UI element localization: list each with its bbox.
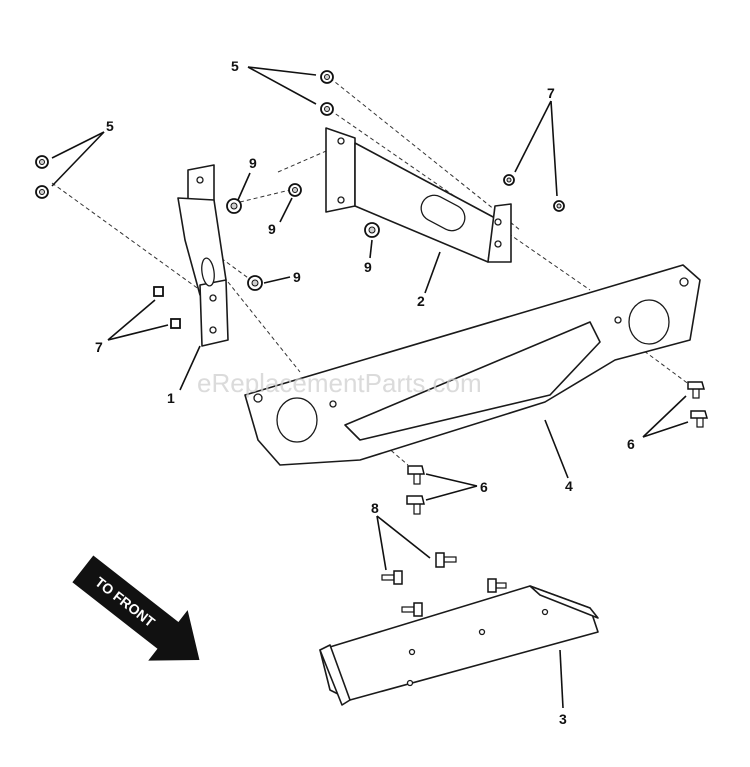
skid-plate-part-3 xyxy=(319,585,599,706)
callout-5-top: 5 xyxy=(231,58,239,74)
callout-7-left: 7 xyxy=(95,339,103,355)
bolt-group xyxy=(381,381,708,617)
nut-7d xyxy=(170,318,181,329)
callout-6-right: 6 xyxy=(627,436,635,452)
bumper-plate-part-4 xyxy=(244,264,701,466)
nut-7b xyxy=(553,200,565,212)
callout-2: 2 xyxy=(417,293,425,309)
nut-9d xyxy=(247,275,263,291)
bolt-6b xyxy=(690,410,708,428)
nut-9b xyxy=(288,183,302,197)
bolt-8a xyxy=(435,552,457,568)
bolt-8b xyxy=(381,570,403,585)
watermark: eReplacementParts.com xyxy=(197,368,482,398)
callout-6-center: 6 xyxy=(480,479,488,495)
callout-1: 1 xyxy=(167,390,175,406)
bolt-6c xyxy=(407,465,425,485)
nut-9c xyxy=(364,222,380,238)
bracket-part-2 xyxy=(325,127,512,263)
callout-9-c: 9 xyxy=(364,259,372,275)
callout-3: 3 xyxy=(559,711,567,727)
bolt-8d xyxy=(401,602,423,617)
callout-7-right: 7 xyxy=(547,85,555,101)
nut-5d xyxy=(35,185,49,199)
callout-9-d: 9 xyxy=(293,269,301,285)
callout-9-b: 9 xyxy=(268,221,276,237)
leader-lines xyxy=(51,66,689,709)
to-front-arrow: TO FRONT xyxy=(72,555,200,661)
callout-5-left: 5 xyxy=(106,118,114,134)
callout-4: 4 xyxy=(565,478,573,494)
bolt-6d xyxy=(406,495,425,515)
nut-5b xyxy=(320,102,334,116)
callout-labels: 5 5 7 7 9 9 9 9 1 2 4 6 6 8 3 xyxy=(95,58,635,727)
nut-group xyxy=(35,70,565,329)
bolt-8c xyxy=(487,578,507,593)
nut-5c xyxy=(35,155,49,169)
nut-7a xyxy=(503,174,515,186)
nut-9a xyxy=(226,198,242,214)
bolt-6a xyxy=(687,381,705,399)
nut-7c xyxy=(153,286,164,297)
nut-5a xyxy=(320,70,334,84)
bracket-part-1 xyxy=(177,164,229,347)
callout-9-a: 9 xyxy=(249,155,257,171)
callout-8: 8 xyxy=(371,500,379,516)
